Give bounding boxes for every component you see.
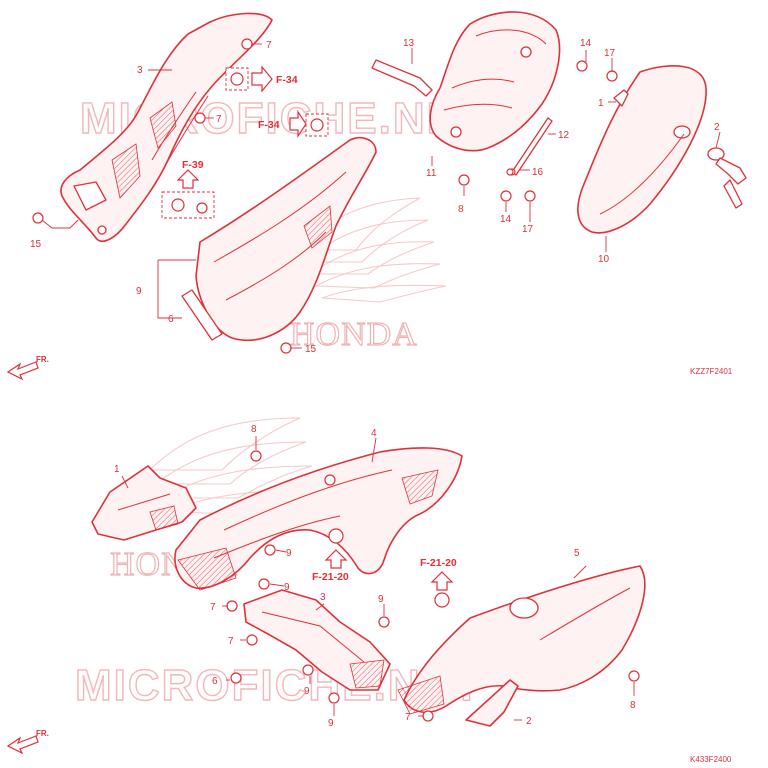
label-b-9-e: 9 [378, 594, 384, 605]
brand-mark-top: HONDA [290, 316, 418, 353]
label-13: 13 [403, 38, 415, 49]
bottom-ref-boxes: F-21-20 F-21-20 [312, 528, 457, 608]
label-10: 10 [598, 254, 610, 265]
part-5-rear-cowl [397, 565, 646, 715]
top-number-labels: 7 3 7 15 9 6 15 13 11 8 12 16 14 17 14 1… [30, 38, 720, 355]
fr-arrow-top: FR. [6, 355, 49, 381]
label-b-7-b: 7 [228, 636, 234, 647]
label-7-a: 7 [266, 40, 272, 51]
label-b-9-b: 9 [284, 582, 290, 593]
label-b-8-b: 8 [630, 700, 636, 711]
label-16: 16 [532, 167, 544, 178]
part-3-side-cover [60, 12, 273, 242]
label-b-2: 2 [526, 716, 532, 727]
label-b-5: 5 [574, 548, 580, 559]
bottom-number-labels: 1 8 4 9 9 7 7 6 3 9 9 9 7 5 2 8 [114, 424, 636, 729]
label-2: 2 [714, 122, 720, 133]
label-8: 8 [458, 204, 464, 215]
label-14-a: 14 [580, 38, 592, 49]
ref-f39: F-39 [182, 159, 204, 171]
diagram-code-top: KZZ7F2401 [690, 367, 733, 376]
part-1-bracket [91, 465, 197, 541]
part-3-inner-panel [243, 589, 391, 691]
label-b-9-a: 9 [286, 548, 292, 559]
label-3: 3 [137, 65, 143, 76]
label-b-8-a: 8 [251, 424, 257, 435]
label-6: 6 [168, 314, 174, 325]
ref-f21-20-a: F-21-20 [312, 571, 349, 583]
wing-emblem-top: HONDA [289, 197, 447, 354]
label-17-a: 17 [604, 48, 616, 59]
bottom-fasteners [226, 450, 640, 722]
bottom-leader-lines [121, 436, 635, 721]
top-diagram: F-34 F-34 F-39 [6, 11, 747, 381]
label-b-9-c: 9 [304, 686, 310, 697]
part-9-lower-cover [181, 136, 377, 342]
ref-f21-20-b: F-21-20 [420, 557, 457, 569]
label-11: 11 [426, 168, 437, 179]
label-1: 1 [598, 98, 604, 109]
part-10-side-panel [577, 65, 707, 234]
label-b-4: 4 [371, 428, 377, 439]
label-b-6: 6 [212, 676, 218, 687]
part-1-clip [613, 89, 629, 107]
fr-arrow-bottom: FR. [6, 729, 49, 755]
top-leader-lines [41, 43, 721, 349]
ref-f34-a: F-34 [276, 74, 298, 86]
ref-f34-b: F-34 [258, 119, 280, 131]
label-7-b: 7 [216, 114, 222, 125]
label-b-7-a: 7 [210, 602, 216, 613]
bottom-diagram: F-21-20 F-21-20 1 8 [6, 424, 732, 764]
part-2-tail-piece [465, 679, 519, 727]
label-12: 12 [558, 130, 570, 141]
part-13-strap [371, 59, 433, 97]
top-ref-boxes: F-34 F-34 F-39 [161, 65, 329, 219]
diagram-code-bottom: K433F2400 [690, 755, 732, 764]
label-17-b: 17 [522, 224, 534, 235]
label-b-1: 1 [114, 464, 120, 475]
label-15-a: 15 [30, 239, 42, 250]
label-9: 9 [136, 286, 142, 297]
part-2-key-lock [707, 147, 747, 209]
part-11-upper-cover [429, 11, 561, 152]
part-4-side-cowl [174, 447, 463, 591]
label-14-b: 14 [500, 214, 512, 225]
label-b-9-d: 9 [328, 718, 334, 729]
label-b-7-c: 7 [405, 712, 411, 723]
label-b-3: 3 [320, 592, 326, 603]
fr-label-bottom: FR. [36, 729, 49, 738]
label-15-b: 15 [305, 344, 317, 355]
fr-label-top: FR. [36, 355, 49, 364]
